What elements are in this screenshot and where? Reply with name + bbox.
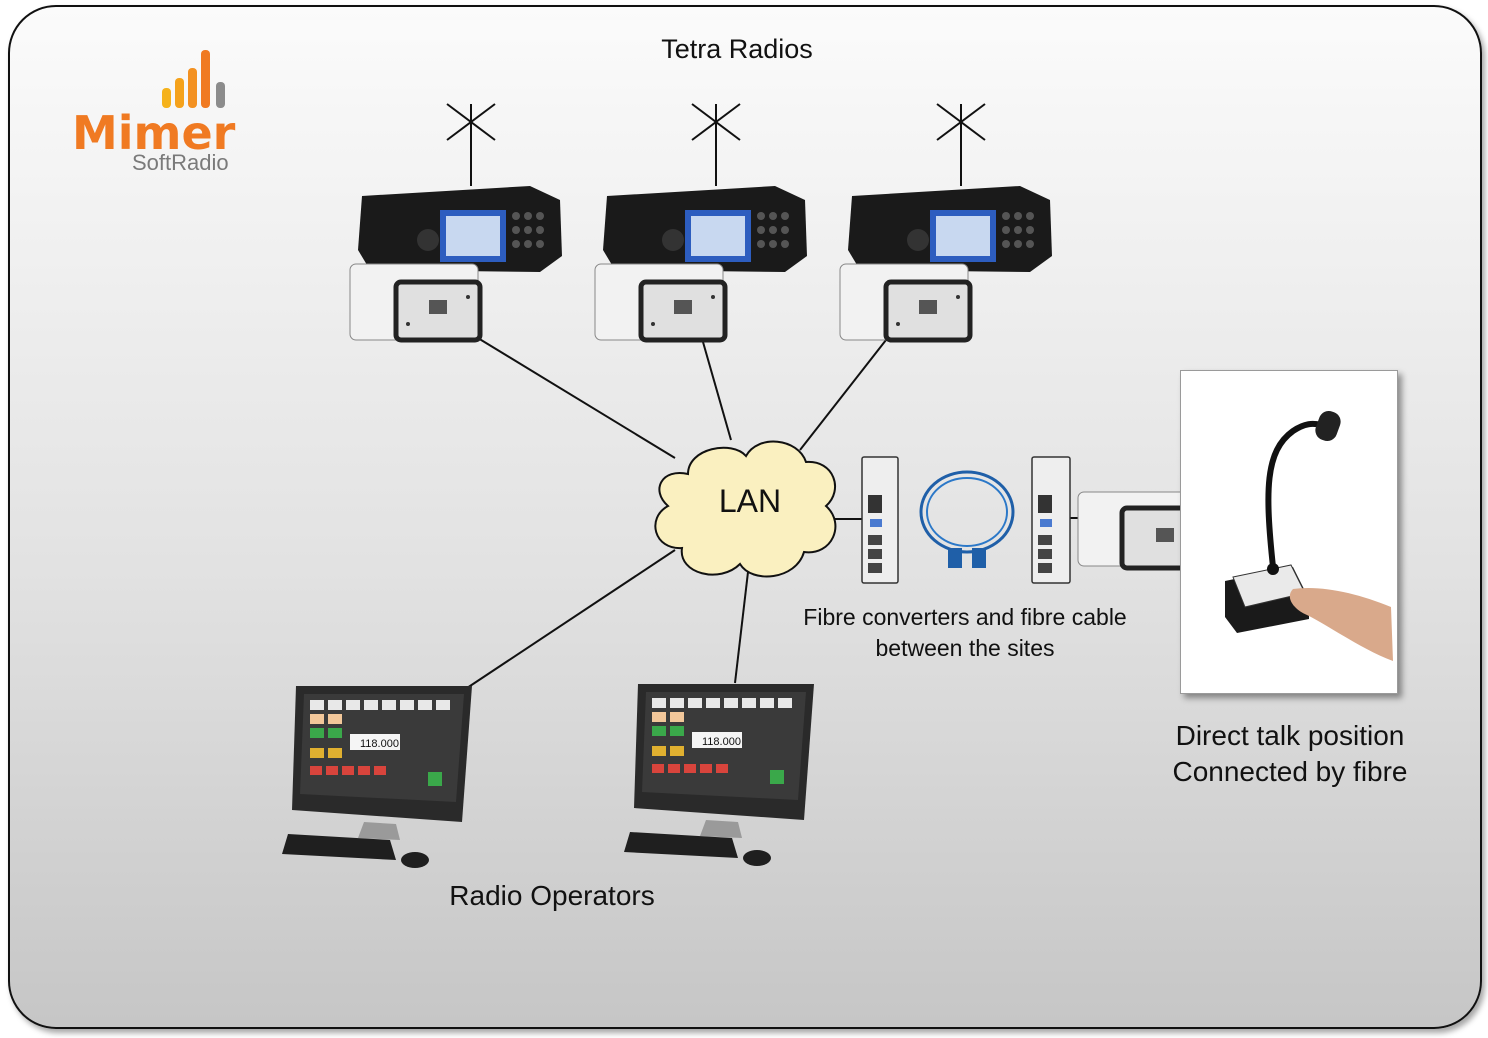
antenna-icon	[446, 103, 496, 186]
mimer-softradio-logo: Mimer SoftRadio	[72, 48, 242, 178]
fibre-label: Fibre converters and fibre cable between…	[803, 604, 1127, 661]
signal-bars-icon	[162, 50, 225, 108]
wire-lan-operator2	[734, 571, 749, 684]
operator-computer-2: 118.000	[624, 684, 814, 866]
frequency-readout: 118.000	[360, 738, 399, 750]
fibre-converter-1	[861, 456, 899, 584]
desk-microphone-icon	[1225, 410, 1393, 661]
direct-talk-line1: Direct talk position	[1175, 720, 1405, 751]
fibre-converter-2	[1031, 456, 1071, 584]
tetra-radio-1	[349, 103, 562, 343]
radio-operators-label: Radio Operators	[449, 880, 655, 911]
antenna-icon	[936, 103, 986, 186]
wire-radio3-lan	[799, 339, 887, 451]
operator-computer-1: 118.000	[282, 686, 472, 868]
wire-radio1-lan	[467, 331, 676, 459]
tetra-radios-title: Tetra Radios	[661, 34, 813, 64]
tetra-radio-2	[594, 103, 807, 343]
direct-talk-label: Direct talk position Connected by fibre	[1130, 718, 1450, 790]
app-buttons	[310, 700, 450, 786]
frequency-readout: 118.000	[702, 736, 741, 748]
antenna-icon	[691, 103, 741, 186]
lan-label: LAN	[718, 483, 782, 519]
app-buttons	[652, 698, 792, 784]
fibre-cable	[919, 470, 1015, 568]
wire-radio2-lan	[702, 341, 732, 441]
direct-talk-line2: Connected by fibre	[1172, 756, 1408, 787]
wire-lan-operator1	[466, 549, 676, 689]
logo-word: Mimer	[72, 106, 236, 160]
lan-cloud	[654, 440, 837, 578]
logo-sub: SoftRadio	[132, 150, 229, 175]
tetra-radio-3	[839, 103, 1052, 343]
direct-talk-photo	[1180, 370, 1398, 694]
